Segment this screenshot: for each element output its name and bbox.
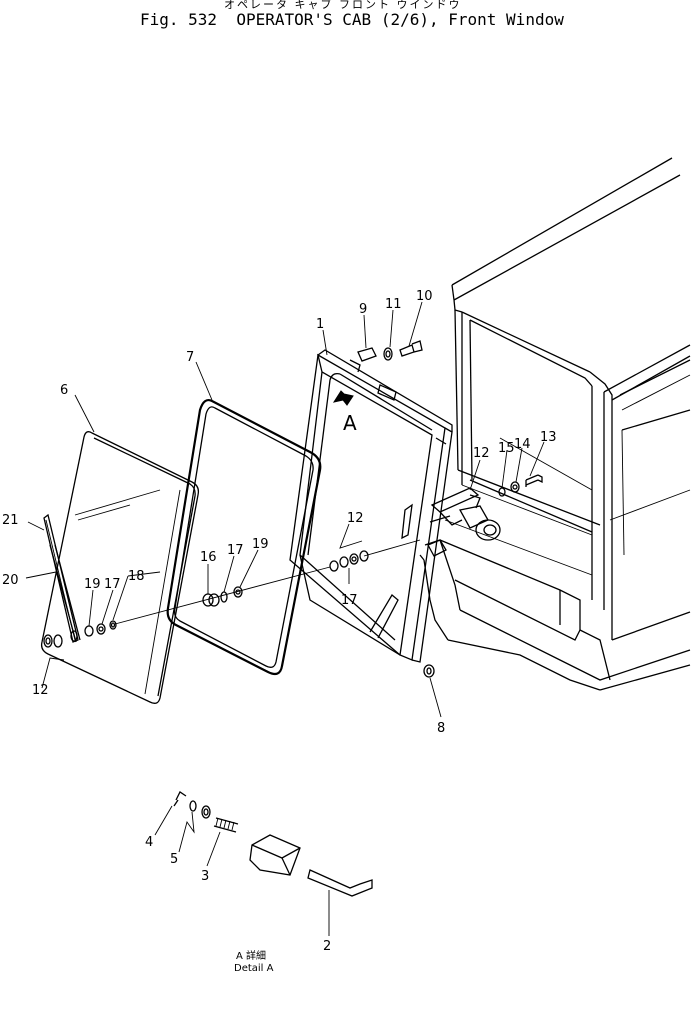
- detail-a-assembly: [173, 791, 373, 897]
- japanese-figure-title: オペレータ キャブ フロント ウインドウ: [224, 0, 462, 11]
- window-seal-part-7: [166, 398, 322, 676]
- frame-hardware-group: [329, 550, 369, 572]
- detail-a-arrow-icon: [332, 390, 354, 406]
- callout-19-center: 19: [252, 537, 269, 552]
- wiper-motor-assembly: [427, 474, 543, 557]
- callout-8: 8: [437, 721, 445, 736]
- callout-13: 13: [540, 430, 557, 445]
- callout-16: 16: [200, 550, 217, 565]
- callout-17-left: 17: [104, 577, 121, 592]
- center-hardware-group: [202, 586, 243, 607]
- detail-a-japanese-label: A 詳細: [236, 949, 266, 962]
- callout-14: 14: [514, 437, 531, 452]
- nut-part-8: [423, 664, 435, 678]
- callout-6: 6: [60, 383, 68, 398]
- callout-labels: 1 2 3 4 5 6 7 8 9 10 11 12 12 12 13 14 1…: [2, 289, 557, 954]
- wiper-arm-part-20: [49, 544, 81, 643]
- callout-11: 11: [385, 297, 402, 312]
- assembly-axis-line: [114, 566, 331, 625]
- callout-3: 3: [201, 869, 209, 884]
- figure-title: Fig. 532 OPERATOR'S CAB (2/6), Front Win…: [140, 10, 564, 29]
- callout-4: 4: [145, 835, 153, 850]
- callout-21: 21: [2, 513, 19, 528]
- callout-17-center: 17: [227, 543, 244, 558]
- callout-9: 9: [359, 302, 367, 317]
- callout-20: 20: [2, 573, 19, 588]
- callout-10: 10: [416, 289, 433, 304]
- callout-2: 2: [323, 939, 331, 954]
- callout-1: 1: [316, 317, 324, 332]
- callout-7: 7: [186, 350, 194, 365]
- cab-body: [419, 157, 691, 691]
- top-hardware-group: [357, 340, 423, 362]
- window-frame-part-1: [289, 349, 453, 663]
- left-hardware-group: [43, 620, 117, 648]
- callout-5: 5: [170, 852, 178, 867]
- callout-19-left: 19: [84, 577, 101, 592]
- view-marker-a: A: [343, 411, 357, 435]
- detail-a-label: Detail A: [234, 963, 274, 974]
- callout-18: 18: [128, 569, 145, 584]
- callout-15: 15: [498, 441, 515, 456]
- wiper-blade-part-21: [43, 513, 79, 643]
- assembly-axis-line-2: [363, 539, 421, 557]
- callout-12-left: 12: [32, 683, 49, 698]
- leader-lines: [25, 301, 545, 936]
- callout-17-frame: 17: [341, 593, 358, 608]
- callout-12-motor: 12: [473, 446, 490, 461]
- callout-12-frame: 12: [347, 511, 364, 526]
